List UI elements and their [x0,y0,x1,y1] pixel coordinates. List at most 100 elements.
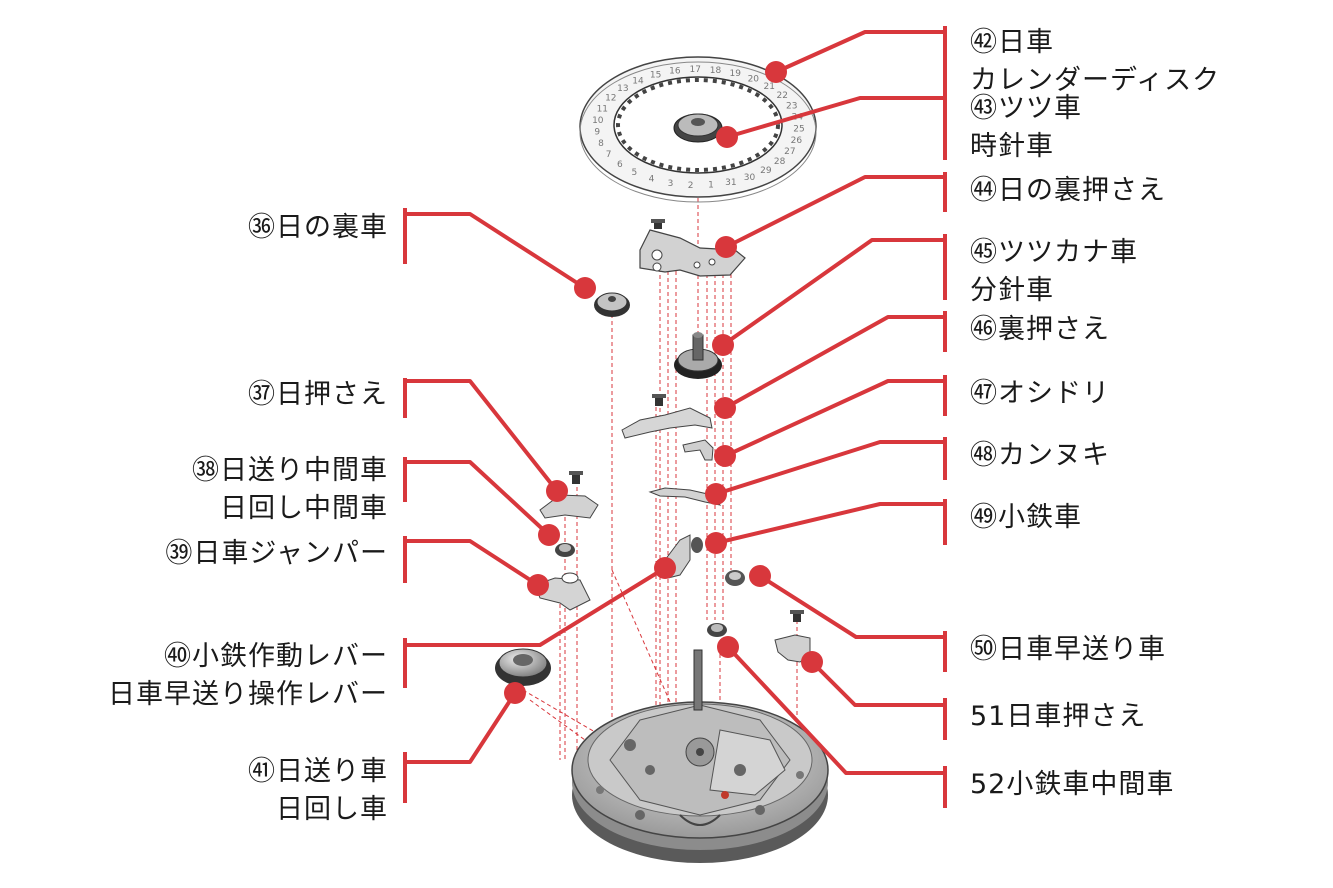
label-line: ㊽カンヌキ [970,440,1110,471]
label-date-wheel-bridge: ㊹日の裏押さえ [970,172,1166,210]
calendar-number: 11 [597,104,608,114]
leader-dot-37 [546,480,568,502]
calendar-number: 9 [594,128,600,138]
calendar-number: 4 [649,175,655,185]
leader-line-40 [405,566,667,647]
calendar-number: 21 [763,82,774,92]
calendar-number: 26 [791,136,803,146]
leader-dot-42 [765,61,787,83]
label-line: ㊸ツツ車 [970,93,1082,124]
label-minute-wheel: ㊱日の裏車 [248,209,388,247]
calendar-number: 3 [668,179,674,189]
calendar-number: 6 [617,160,623,170]
leader-line-48 [715,440,945,496]
leader-line-45 [721,238,945,347]
label-line: ㊱日の裏車 [248,212,388,243]
label-actuating-lever: ㊵小鉄作動レバー日車早送り操作レバー [108,638,388,714]
leader-dot-40 [654,557,676,579]
calendar-number: 28 [774,157,786,167]
calendar-number: 14 [632,76,644,86]
leader-line-44 [725,175,945,249]
calendar-number: 5 [632,168,638,178]
label-line: 51日車押さえ [970,701,1147,732]
leader-line-37 [405,379,559,493]
calendar-number: 31 [725,178,736,188]
date-quickset-wheel [725,570,745,586]
label-line: ㊳日送り中間車 [192,455,388,486]
leader-line-39 [405,539,540,587]
leader-dot-50 [749,565,771,587]
label-line: 日車早送り操作レバー [108,679,388,710]
label-yoke: ㊽カンヌキ [970,437,1110,475]
calendar-number: 27 [784,147,795,157]
leader-line-52 [726,645,945,775]
label-line: 時針車 [970,131,1054,162]
label-date-holder: ㊲日押さえ [248,376,388,414]
label-line: ㊼オシドリ [970,378,1110,409]
label-sliding-pinion-intermediate: 52小鉄車中間車 [970,766,1174,804]
leader-line-51 [810,660,945,707]
label-line: ㊴日車ジャンパー [165,538,388,569]
label-line: ㊶日送り車 [248,756,388,787]
leader-line-43 [726,96,945,139]
label-line: ㊿日車早送り車 [970,634,1166,665]
label-line: 分針車 [970,275,1054,306]
label-hour-wheel: ㊸ツツ車時針車 [970,90,1082,166]
calendar-number: 2 [688,181,694,191]
leader-dot-46 [714,397,736,419]
leader-dot-44 [715,236,737,258]
label-line: 日回し中間車 [220,493,388,524]
leader-dot-36 [574,277,596,299]
setting-lever-spring [621,394,713,439]
calendar-number: 30 [744,173,756,183]
calendar-number: 25 [793,124,804,134]
calendar-number: 16 [669,67,681,77]
leader-dot-49 [705,532,727,554]
leader-line-36 [405,212,587,290]
calendar-number: 15 [650,70,661,80]
label-date-driving-wheel: ㊶日送り車日回し車 [248,753,388,829]
calendar-number: 13 [617,84,628,94]
label-cannon-pinion: ㊺ツツカナ車分針車 [970,234,1138,310]
leader-line-42 [775,30,945,74]
label-line: 日回し車 [276,794,388,825]
calendar-number: 7 [606,150,612,160]
leader-dot-45 [712,334,734,356]
label-setting-lever: ㊼オシドリ [970,375,1110,413]
leader-dot-38 [538,524,560,546]
calendar-number: 17 [689,65,700,75]
calendar-number: 8 [598,139,604,149]
calendar-number: 1 [708,181,714,191]
label-line: ㊺ツツカナ車 [970,237,1138,268]
leader-dot-51 [801,651,823,673]
label-date-quickset-wheel: ㊿日車早送り車 [970,631,1166,669]
label-line: ㊲日押さえ [248,379,388,410]
yoke [648,487,722,506]
label-line: ㊹日の裏押さえ [970,175,1166,206]
leader-line-49 [715,502,945,545]
calendar-number: 19 [729,69,741,79]
intermediate-date-wheel [555,543,575,557]
leader-dot-39 [527,574,549,596]
label-date-jumper: ㊴日車ジャンパー [165,535,388,573]
label-line: ㊵小鉄作動レバー [164,641,388,672]
calendar-number: 22 [776,91,787,101]
calendar-number: 20 [748,75,760,85]
label-calendar-disc: ㊷日車カレンダーディスク [970,24,1220,100]
leader-line-41 [405,691,517,764]
leader-line-50 [758,574,945,639]
leader-dot-52 [717,636,739,658]
leader-line-38 [405,460,551,537]
leader-dot-48 [705,483,727,505]
leader-dot-41 [504,682,526,704]
label-line: 52小鉄車中間車 [970,769,1175,800]
setting-lever [682,439,714,461]
label-line: カレンダーディスク [970,65,1221,96]
leader-lines [405,30,945,775]
label-line: ㊾小鉄車 [970,502,1082,533]
label-bars [403,26,947,808]
calendar-number: 29 [760,166,772,176]
label-date-dial-holder: 51日車押さえ [970,698,1146,736]
date-driving-wheel [495,648,551,686]
